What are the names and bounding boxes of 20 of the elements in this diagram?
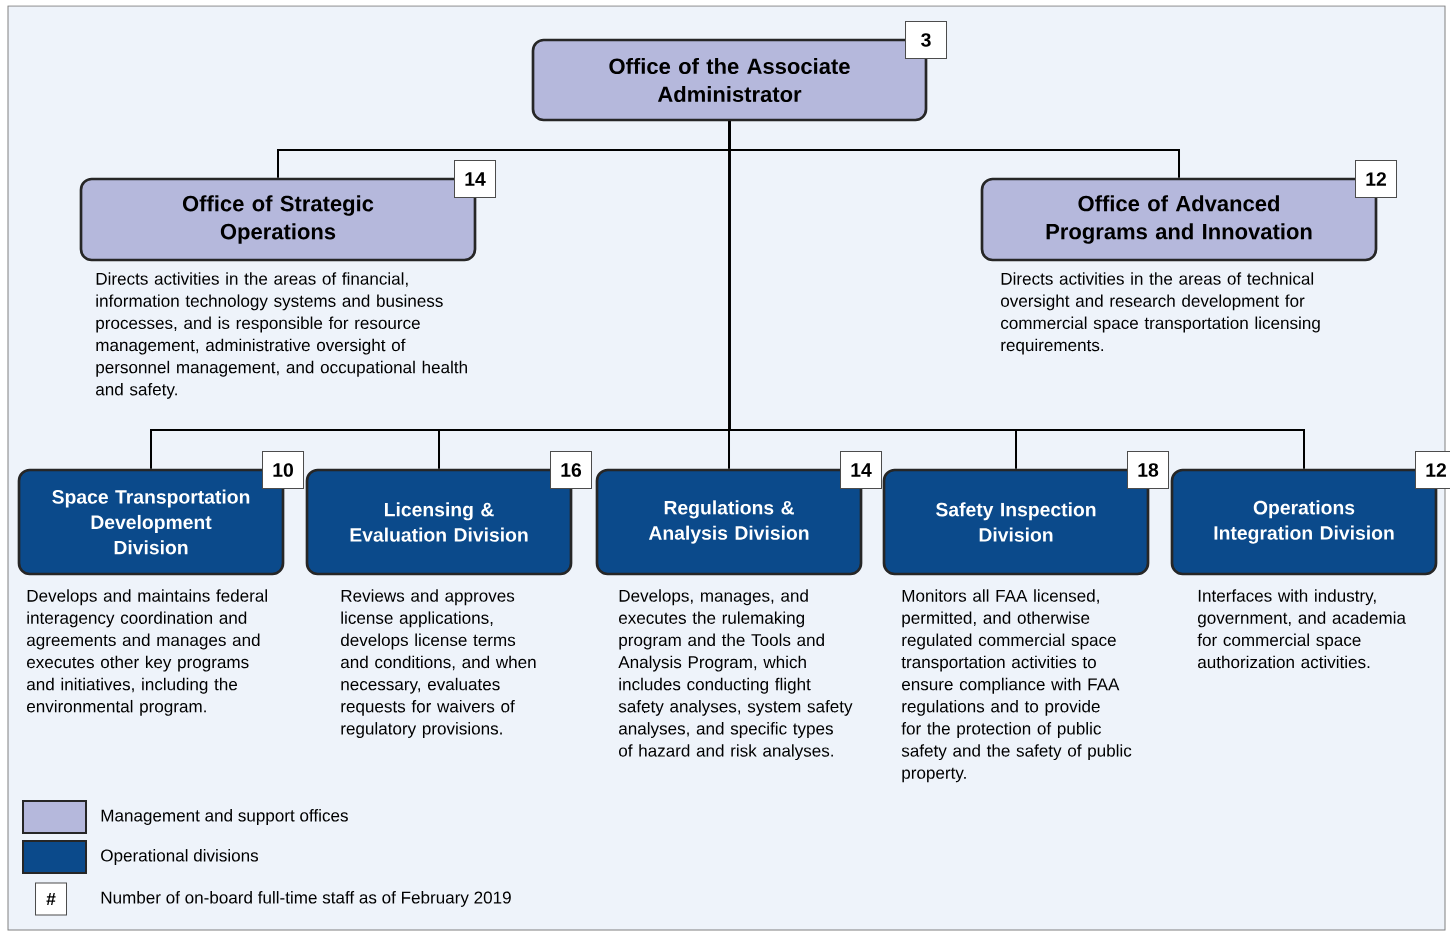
description-text: Interfaces with industry, government, and academia for commercial space authorization activities. — [1197, 589, 1406, 669]
description-text: Develops, manages, and executes the rulemaking program and the Tools and Analysis Program, which includes conducting flight safety analyses, system safety analyses, and specific types of hazard and risk analyses. — [618, 589, 853, 761]
legend-text: Number of on-board full-time staff as of February 2019 — [101, 891, 511, 907]
description-text: Directs activities in the areas of technical oversight and research development for commercial space transportation licensing requirements. — [1001, 272, 1320, 355]
staff-count-badge: 10 — [262, 451, 304, 489]
legend-text: Management and support offices — [101, 809, 348, 825]
staff-count-badge: 12 — [1355, 160, 1397, 198]
description-text: Directs activities in the areas of financial, information technology systems and business processes, and is responsible for resource management, administrative oversight of personnel management, and occupational health and safety. — [96, 272, 467, 399]
description-text: Reviews and approves license applications, develops license terms and conditions, and when necessary, evaluates requests for waivers of regulatory provisions. — [341, 589, 536, 738]
legend-badge: # — [35, 882, 67, 916]
description-text: Monitors all FAA licensed, permitted, and otherwise regulated commercial space transportation activities to ensure compliance with FAA regulations and to provide for the protection of public safety and the safety of public property. — [901, 589, 1132, 783]
staff-count-badge: 14 — [840, 451, 882, 489]
staff-count-badge: 12 — [1415, 451, 1450, 489]
connector-line — [728, 120, 1305, 470]
staff-count-badge: 14 — [454, 160, 496, 198]
description-text: Develops and maintains federal interagency coordination and agreements and manages and executes other key programs and initiatives, including the environmental program. — [27, 589, 267, 716]
legend-text: Operational divisions — [101, 849, 259, 865]
staff-count-badge: 16 — [550, 451, 592, 489]
staff-count-badge: 18 — [1127, 451, 1169, 489]
staff-count-badge: 3 — [905, 21, 947, 59]
